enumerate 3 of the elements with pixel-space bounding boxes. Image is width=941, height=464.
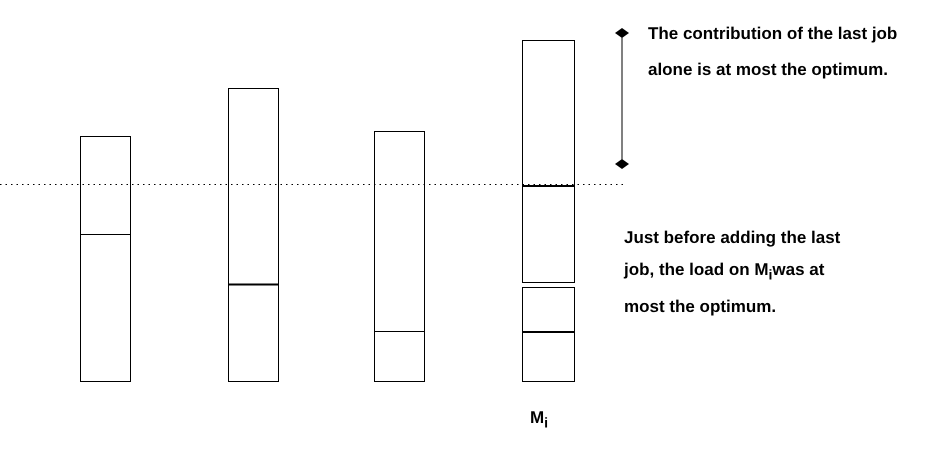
machine-label: M$_{i}$ — [530, 408, 548, 432]
note-text: Just before adding the last job, the load on M$_{i}$was at most the optimum. — [624, 227, 842, 318]
note-text: The contribution of the last job alone is at most the optimum. — [648, 23, 898, 81]
